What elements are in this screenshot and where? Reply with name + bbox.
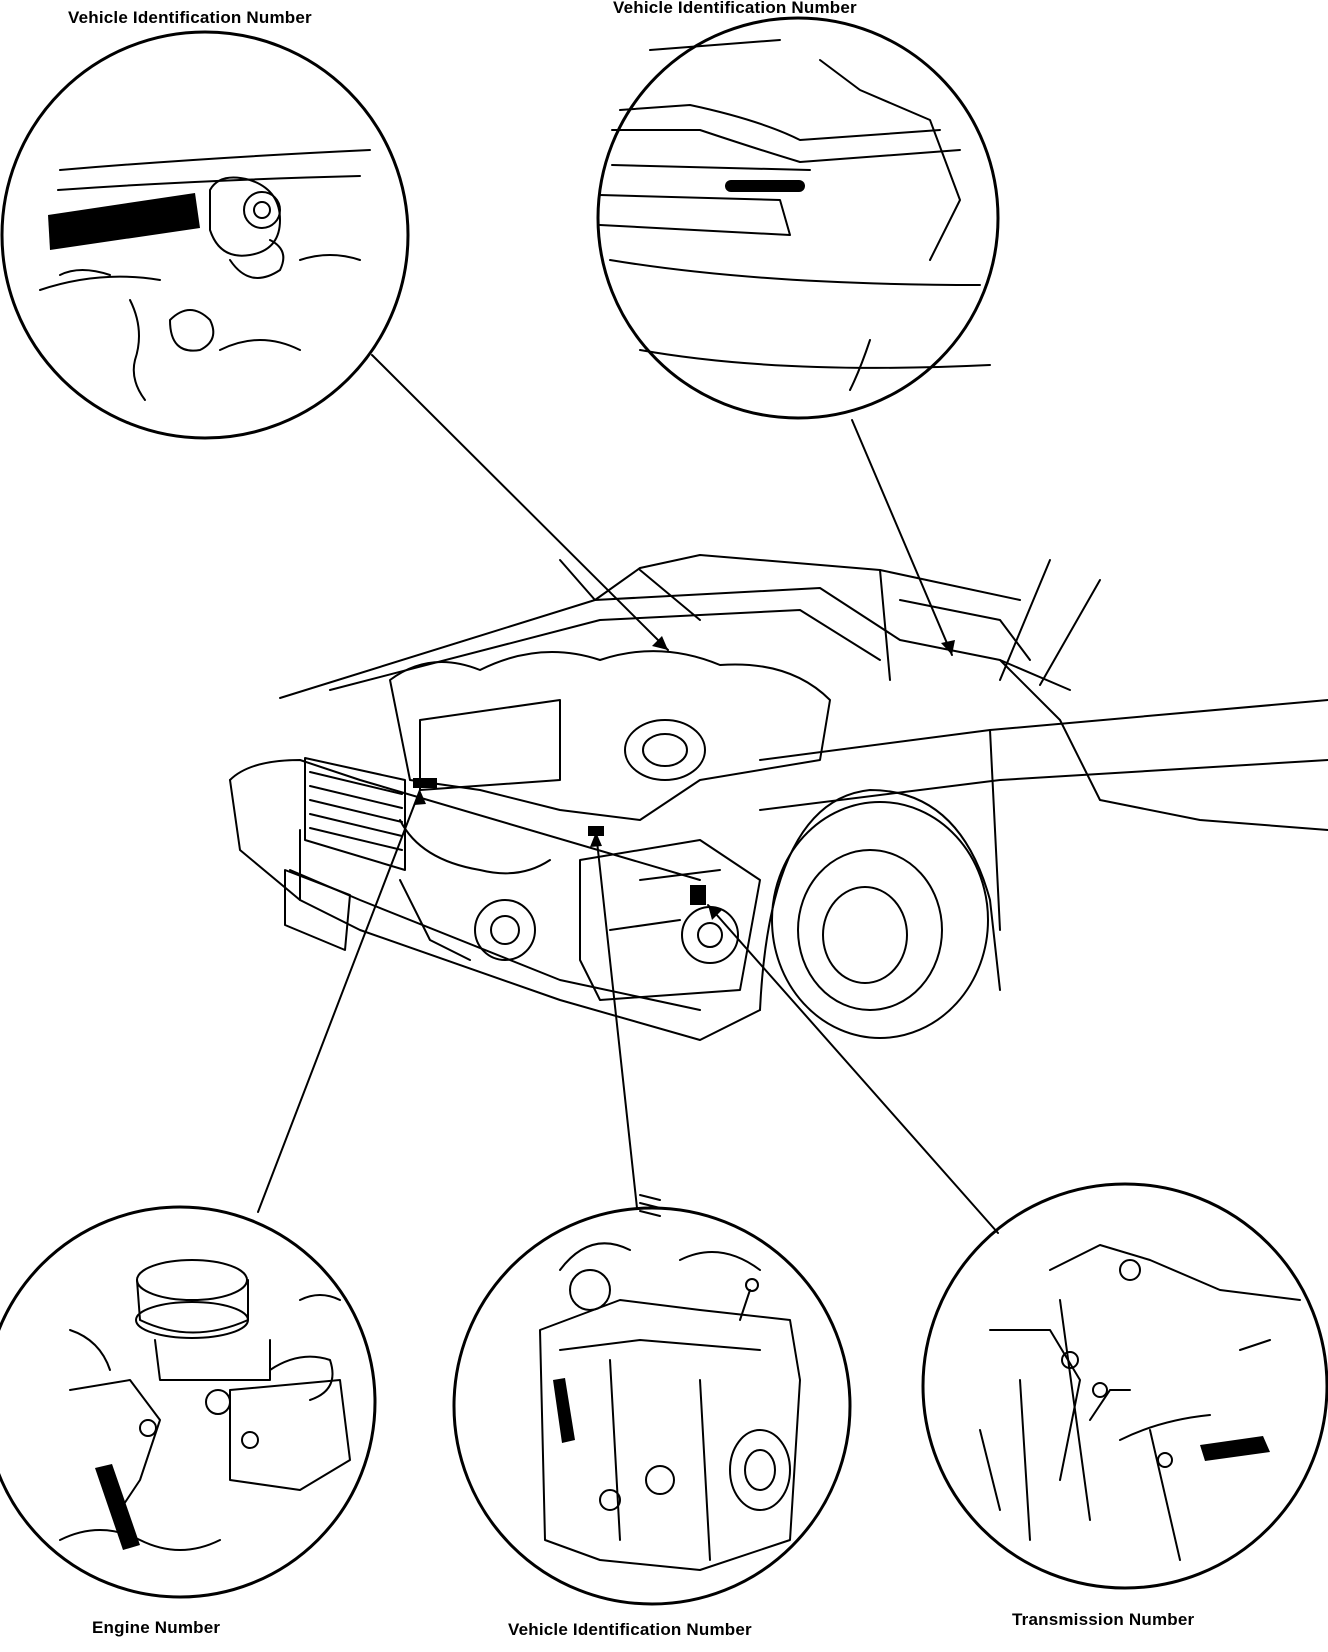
- arrowheads: [414, 636, 955, 920]
- car-illustration: [229, 554, 1328, 1041]
- label-vin-top-right: Vehicle Identification Number: [613, 0, 857, 17]
- vin-plate-dash: [48, 193, 200, 250]
- leader-lines: [257, 354, 999, 1234]
- leader-vin-top-left: [371, 354, 669, 651]
- engine-number-plate: [95, 1464, 140, 1550]
- leader-vin-top-right: [851, 419, 953, 656]
- detail-circle-transmission-number: [921, 1182, 1328, 1590]
- arrowhead-vin-bottom: [590, 832, 602, 847]
- vin-plate-transmission: [553, 1378, 575, 1443]
- label-engine-number: Engine Number: [92, 1618, 221, 1637]
- detail-circle-engine: [0, 1205, 377, 1599]
- leader-engine: [257, 789, 421, 1213]
- detail-circle-vin-windshield: [596, 16, 1000, 420]
- vin-plate-windshield: [725, 180, 805, 192]
- label-transmission-number: Transmission Number: [1012, 1610, 1195, 1629]
- arrowhead-vin-top-right: [941, 640, 955, 655]
- leader-vin-bottom: [595, 831, 638, 1209]
- label-vin-top-left: Vehicle Identification Number: [68, 8, 312, 27]
- leader-transmission: [707, 904, 999, 1234]
- detail-circle-vin-transmission: [452, 1194, 852, 1606]
- arrowhead-vin-top-left: [652, 636, 668, 650]
- detail-circle-vin-dash: [0, 30, 410, 440]
- transmission-number-plate: [1200, 1436, 1270, 1461]
- label-vin-bottom: Vehicle Identification Number: [508, 1620, 752, 1639]
